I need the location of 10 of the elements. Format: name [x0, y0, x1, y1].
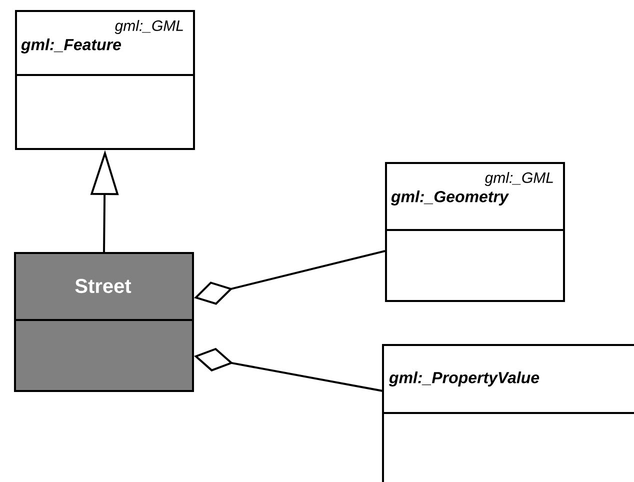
- stereotype: gml:_GML: [114, 20, 183, 34]
- class-name: gml:_Geometry: [390, 190, 510, 206]
- class-box: [15, 10, 195, 150]
- class-box: [382, 344, 634, 482]
- class-name: gml:_Feature: [20, 38, 122, 54]
- class-box: [385, 162, 565, 302]
- class-box: [14, 252, 194, 392]
- class-name: gml:_PropertyValue: [388, 372, 540, 386]
- class-name: Street: [75, 278, 132, 294]
- stereotype: gml:_GML: [484, 172, 553, 186]
